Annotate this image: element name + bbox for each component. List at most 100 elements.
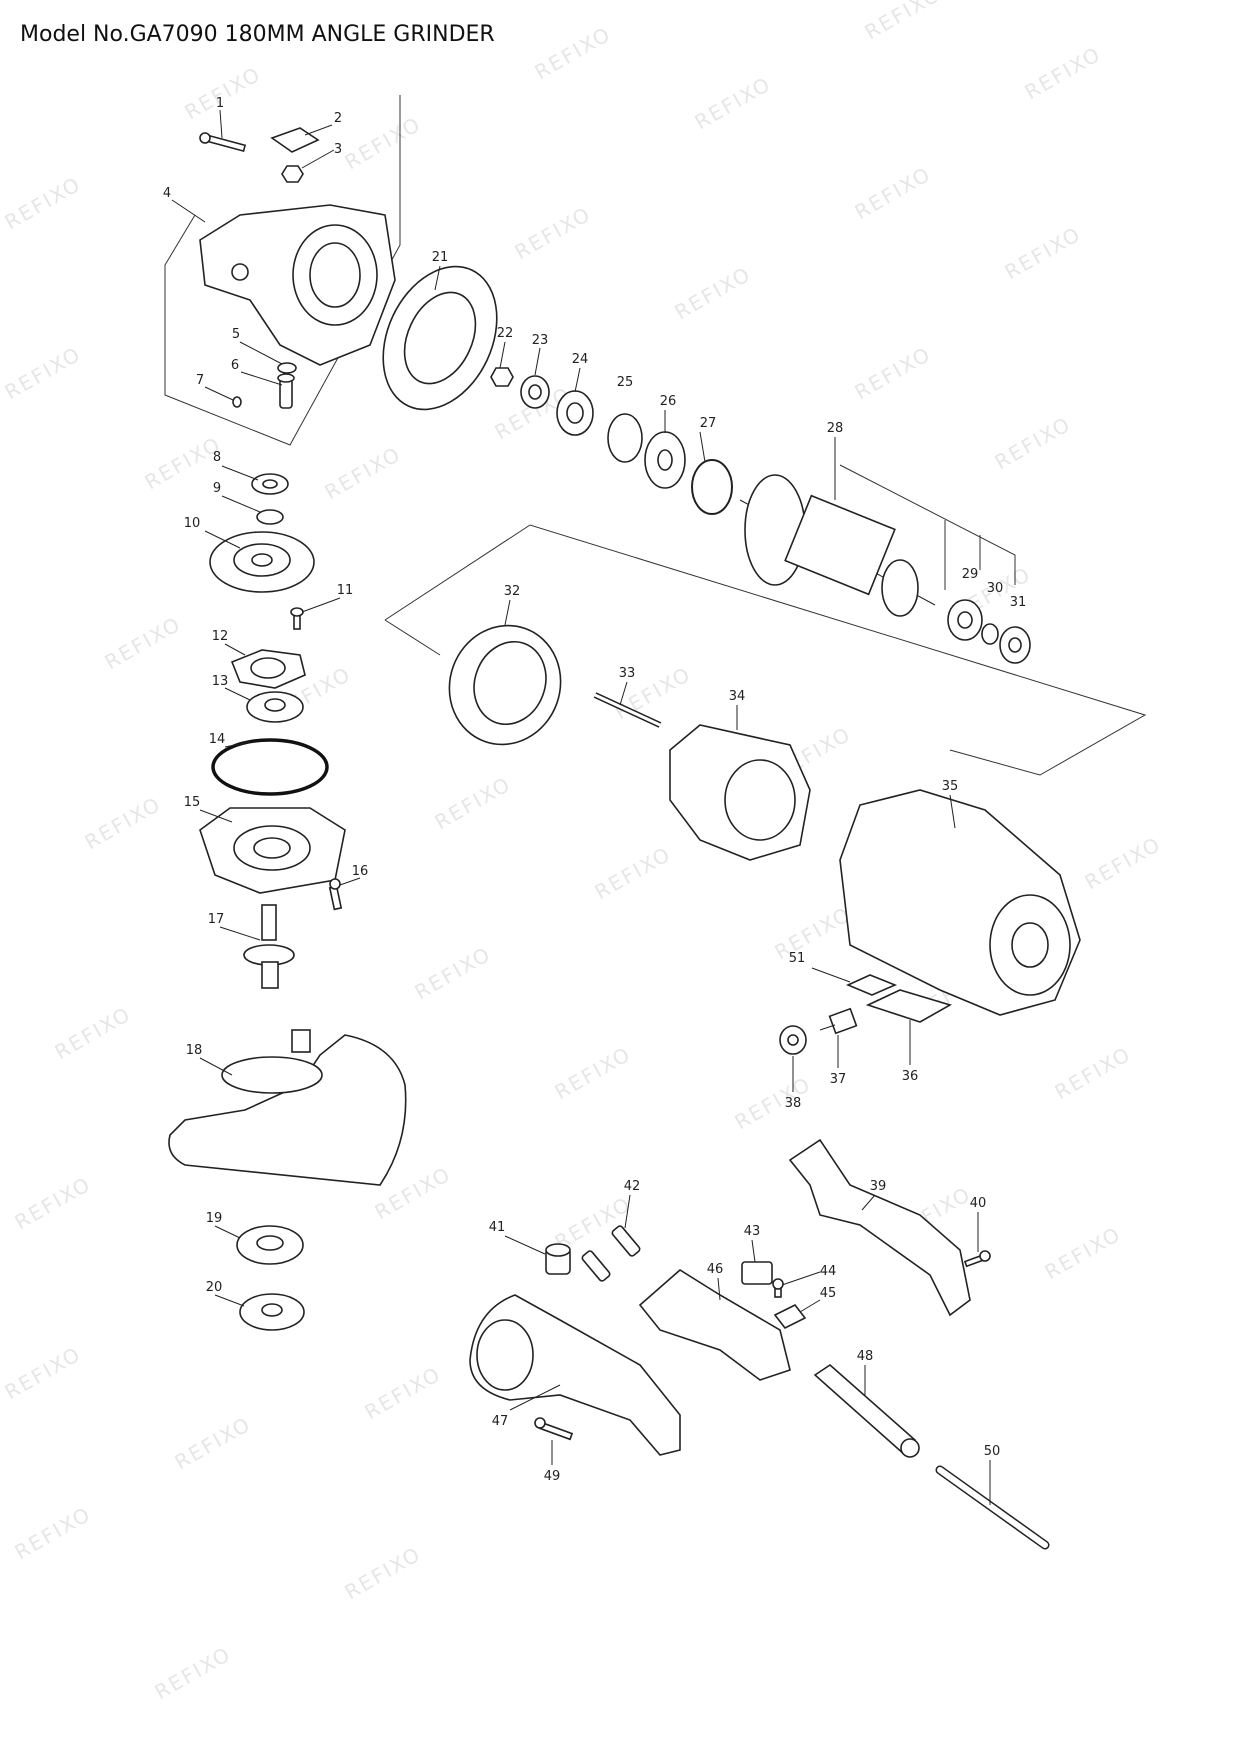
bearing-shape-31 [999, 626, 1031, 664]
part-label-24: 24 [572, 352, 589, 367]
page-title: Model No.GA7090 180MM ANGLE GRINDER [20, 22, 495, 47]
screw-shape-40 [963, 1250, 991, 1268]
part-label-47: 47 [492, 1414, 509, 1429]
watermark-text: REFIXO [591, 841, 676, 904]
watermark-text: REFIXO [361, 1361, 446, 1424]
pin-shape-6 [277, 373, 295, 409]
part-label-36: 36 [902, 1069, 919, 1084]
label-shape-36 [865, 989, 953, 1023]
part-label-7: 7 [196, 373, 204, 388]
leader-lines [171, 109, 991, 1505]
watermark-text: REFIXO [341, 111, 426, 174]
part-label-33: 33 [619, 666, 636, 681]
watermark-text: REFIXO [851, 341, 936, 404]
sleeve-shape-41 [545, 1243, 571, 1275]
part-label-2: 2 [334, 111, 342, 126]
watermark-text: REFIXO [171, 1411, 256, 1474]
gear-housing-shape-4 [199, 204, 396, 366]
ring-shape-25 [607, 413, 643, 463]
part-label-50: 50 [984, 1444, 1001, 1459]
spiral-bevel-gear-shape-10 [209, 531, 315, 593]
plate-shape-12 [230, 649, 306, 689]
part-label-31: 31 [1010, 595, 1027, 610]
screw-shape-11 [290, 607, 304, 630]
part-label-27: 27 [700, 416, 717, 431]
watermark-text: REFIXO [11, 1501, 96, 1564]
part-label-37: 37 [830, 1072, 847, 1087]
part-label-15: 15 [184, 795, 201, 810]
watermark-text: REFIXO [991, 411, 1076, 474]
part-label-20: 20 [206, 1280, 223, 1295]
screw-shape-16 [328, 878, 343, 911]
o-ring-shape-14 [211, 738, 329, 796]
watermark-text: REFIXO [531, 21, 616, 84]
part-label-40: 40 [970, 1196, 987, 1211]
part-label-12: 12 [212, 629, 229, 644]
watermark-text: REFIXO [731, 1071, 816, 1134]
bearing-shape-8 [251, 473, 289, 495]
part-label-41: 41 [489, 1220, 506, 1235]
wheel-guard-shape-18 [168, 1029, 407, 1186]
retaining-ring-shape-27 [691, 459, 733, 515]
watermark-text: REFIXO [671, 261, 756, 324]
small-pin-shape-7 [232, 396, 242, 408]
part-label-17: 17 [208, 912, 225, 927]
watermark-text: REFIXO [1051, 1041, 1136, 1104]
part-label-13: 13 [212, 674, 229, 689]
spindle-shape-17 [243, 904, 295, 989]
part-label-30: 30 [987, 581, 1004, 596]
part-label-45: 45 [820, 1286, 837, 1301]
part-label-28: 28 [827, 421, 844, 436]
baffle-plate-shape-21 [382, 265, 498, 411]
part-label-51: 51 [789, 951, 806, 966]
watermark-text: REFIXO [341, 1541, 426, 1604]
bearing-box-shape-15 [199, 807, 346, 894]
block-shape-43 [741, 1261, 773, 1285]
part-label-48: 48 [857, 1349, 874, 1364]
watermark-text: REFIXO [1021, 41, 1106, 104]
part-shapes [168, 127, 1081, 1550]
part-label-44: 44 [820, 1264, 837, 1279]
watermark-text: REFIXO [51, 1001, 136, 1064]
brush-cap-shape-38 [779, 1025, 807, 1055]
part-label-9: 9 [213, 481, 221, 496]
handle-set-shape-47 [469, 1294, 681, 1456]
watermark-text: REFIXO [81, 791, 166, 854]
rod-shape-50 [935, 1465, 1050, 1550]
handle-half-shape-39 [788, 1138, 971, 1317]
part-label-5: 5 [232, 327, 240, 342]
field-shape-34 [669, 724, 811, 861]
nut-shape-3 [281, 165, 304, 183]
watermark-text: REFIXO [11, 1171, 96, 1234]
part-label-26: 26 [660, 394, 677, 409]
motor-housing-shape-35 [839, 789, 1081, 1016]
watermark-text: REFIXO [1, 1341, 86, 1404]
part-label-49: 49 [544, 1469, 561, 1484]
watermark-text: REFIXO [431, 771, 516, 834]
watermark-text: REFIXO [1, 171, 86, 234]
part-label-23: 23 [532, 333, 549, 348]
watermark-text: REFIXO [861, 0, 946, 44]
part-label-21: 21 [432, 250, 449, 265]
screw-shape-44 [772, 1278, 784, 1298]
watermark-text: REFIXO [101, 611, 186, 674]
screw-shape-49 [534, 1417, 574, 1441]
washer-shape-30 [981, 623, 999, 645]
part-label-3: 3 [334, 142, 342, 157]
watermark-text: REFIXO [1041, 1221, 1126, 1284]
part-label-46: 46 [707, 1262, 724, 1277]
label-shape-51 [845, 974, 898, 996]
part-label-43: 43 [744, 1224, 761, 1239]
part-label-25: 25 [617, 375, 634, 390]
part-label-35: 35 [942, 779, 959, 794]
inner-flange-shape-19 [236, 1225, 304, 1265]
part-label-8: 8 [213, 450, 221, 465]
part-label-32: 32 [504, 584, 521, 599]
part-label-19: 19 [206, 1211, 223, 1226]
bearing-shape-24 [556, 390, 594, 436]
bearing-shape-29 [947, 599, 983, 641]
part-label-11: 11 [337, 583, 354, 598]
watermark-text: REFIXO [1001, 221, 1086, 284]
part-label-6: 6 [231, 358, 239, 373]
carbon-brush-shape-37 [819, 1007, 858, 1035]
